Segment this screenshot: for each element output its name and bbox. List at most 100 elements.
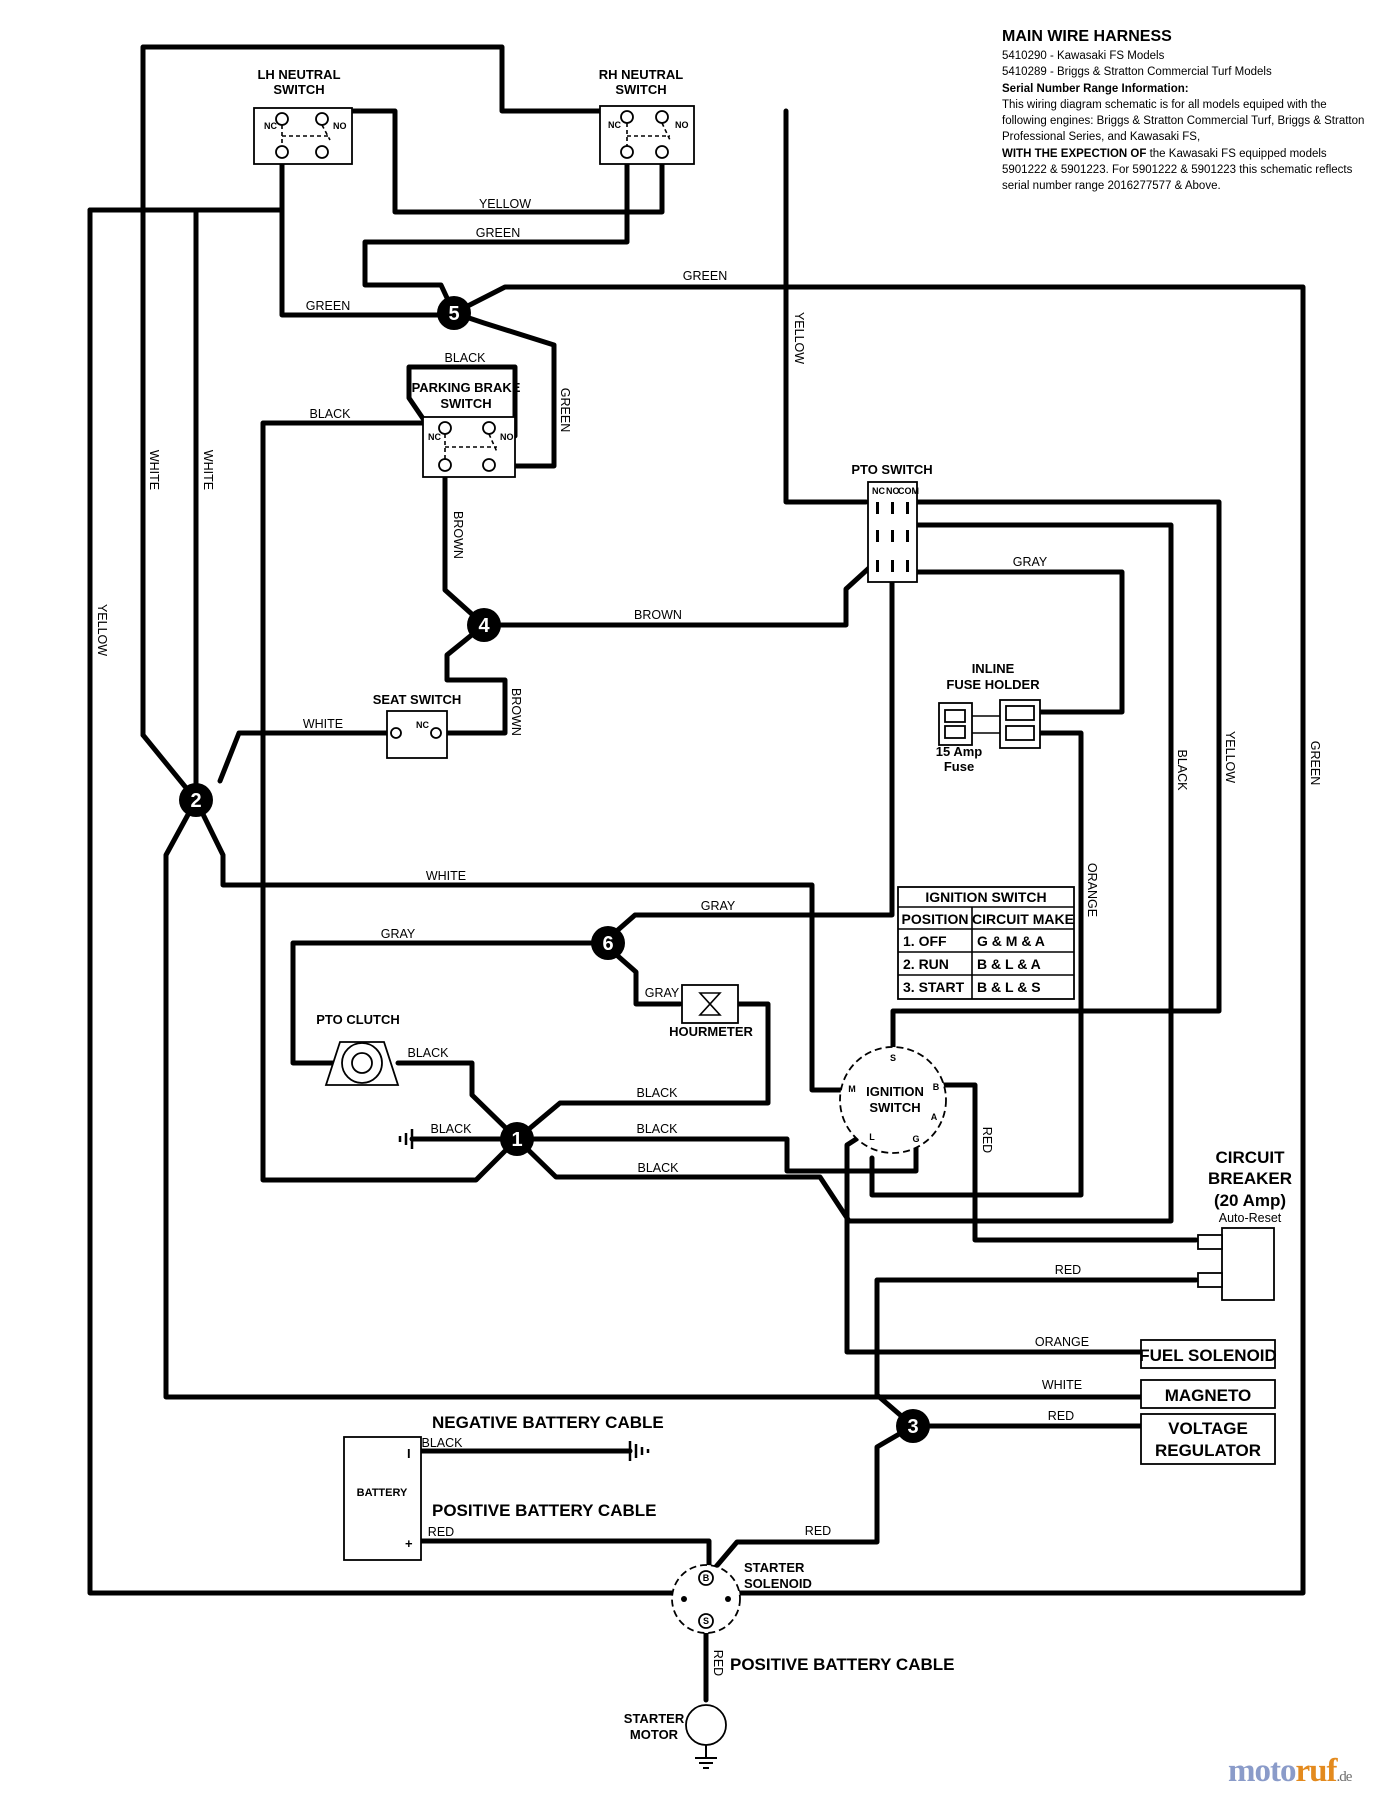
wire-label: WHITE <box>426 869 466 883</box>
wire-yellow-right <box>890 499 1222 1058</box>
wire-label: WHITE <box>147 450 161 490</box>
wire-label: ORANGE <box>1085 863 1099 917</box>
battery-ground-icon <box>628 1441 650 1461</box>
battery-minus: I <box>407 1446 411 1461</box>
positive-cable-label-2: POSITIVE BATTERY CABLE <box>730 1655 955 1674</box>
wire-label: YELLOW <box>1223 731 1237 783</box>
wire-yellow-top <box>348 108 665 215</box>
wire-label: GREEN <box>1308 741 1322 785</box>
circuit-breaker-label-4: Auto-Reset <box>1219 1211 1282 1225</box>
wire-label: RED <box>805 1524 831 1538</box>
wire-label: BROWN <box>509 688 523 736</box>
voltage-regulator-label-2: REGULATOR <box>1155 1441 1261 1460</box>
ign-l-pin: L <box>869 1132 875 1142</box>
wire-white-top <box>140 44 675 738</box>
wire-label: BLACK <box>445 351 487 365</box>
lh-nc-pin: NC <box>264 121 277 131</box>
wire-label: RED <box>428 1525 454 1539</box>
wire-green-outer <box>87 207 1306 1596</box>
wire-label: ORANGE <box>1035 1335 1089 1349</box>
model-line-2: 5410289 - Briggs & Stratton Commercial T… <box>1002 66 1272 79</box>
ign-col-circuit: CIRCUIT MAKE <box>972 911 1074 927</box>
wire-label: BLACK <box>310 407 352 421</box>
harness-title: MAIN WIRE HARNESS <box>1002 28 1172 45</box>
wire-green-lh <box>279 155 457 318</box>
pto-nc-pin: NC <box>872 486 885 496</box>
wire-green-rh <box>362 155 630 316</box>
hourmeter <box>681 984 739 1024</box>
wire-label: BLACK <box>422 1436 464 1450</box>
model-line-1: 5410290 - Kawasaki FS Models <box>1002 50 1165 62</box>
junction-5 <box>437 296 471 330</box>
wire-label: RED <box>711 1650 725 1676</box>
wire-orange-fuse <box>869 730 1084 1198</box>
exception-text: WITH THE EXPECTION OF <box>1002 147 1147 160</box>
wire-brown-seat <box>444 622 508 736</box>
exception-detail: the Kawasaki FS equipped models 5901222 … <box>1002 147 1353 193</box>
wire-label: GREEN <box>306 299 350 313</box>
voltage-regulator-label-1: VOLTAGE <box>1168 1419 1248 1438</box>
voltage-regulator-box <box>1140 1413 1276 1465</box>
wire-red-sol <box>706 1423 916 1578</box>
wire-label: GRAY <box>645 986 680 1000</box>
wire-label: GRAY <box>701 899 736 913</box>
wire-label: YELLOW <box>479 197 531 211</box>
wire-label: GREEN <box>476 226 520 240</box>
wire-black-ign <box>514 1132 919 1174</box>
wire-label: GRAY <box>381 927 416 941</box>
wire-label: BLACK <box>638 1161 680 1175</box>
fuel-solenoid-label: FUEL SOLENOID <box>1139 1346 1277 1365</box>
fuse-rating-1: 15 Amp <box>936 744 983 759</box>
ign-table-title: IGNITION SWITCH <box>925 889 1046 905</box>
junction-5-number: 5 <box>448 303 459 325</box>
fuse-rating-2: Fuse <box>944 759 974 774</box>
rh-neutral-label-2: SWITCH <box>615 82 666 97</box>
wire-label: WHITE <box>1042 1378 1082 1392</box>
ign-m-pin: M <box>848 1084 856 1094</box>
ign-b-pin: B <box>933 1082 940 1092</box>
motor-ground-icon <box>695 1745 717 1769</box>
wire-label: WHITE <box>303 717 343 731</box>
rh-nc-pin: NC <box>608 120 621 130</box>
junction-2 <box>179 783 213 817</box>
watermark-brand-a: moto <box>1228 1753 1296 1789</box>
wire-label: GREEN <box>558 388 572 432</box>
wire-label: BLACK <box>431 1122 473 1136</box>
wire-label: BLACK <box>408 1046 450 1060</box>
rh-no-pin: NO <box>675 120 689 130</box>
ign-row-circuit: B & L & S <box>977 979 1041 995</box>
wire-label: BROWN <box>634 608 682 622</box>
watermark-logo: motoruf.de <box>1228 1753 1352 1790</box>
ground-icon <box>398 1129 414 1149</box>
lh-neutral-switch-body <box>253 107 353 165</box>
ign-row-pos: 1. OFF <box>903 933 947 949</box>
junction-4-number: 4 <box>478 615 490 637</box>
ign-g-pin: G <box>912 1134 919 1144</box>
lh-neutral-label-2: SWITCH <box>273 82 324 97</box>
pto-com-pin: COM <box>898 486 919 496</box>
wires <box>87 44 1306 1703</box>
wire-label: WHITE <box>201 450 215 490</box>
hourmeter-label: HOURMETER <box>669 1024 753 1039</box>
wire-labels: YELLOW GREEN GREEN GREEN YELLOW BLACK GR… <box>95 197 1322 1676</box>
battery-plus: + <box>405 1536 413 1551</box>
ign-col-position: POSITION <box>902 911 969 927</box>
ignition-label-1: IGNITION <box>866 1084 924 1099</box>
starter-motor-label-2: MOTOR <box>630 1727 679 1742</box>
wire-black-left <box>260 420 520 1183</box>
circuit-breaker-label-3: (20 Amp) <box>1214 1191 1286 1210</box>
wire-label: BLACK <box>637 1122 679 1136</box>
circuit-breaker-label-1: CIRCUIT <box>1216 1148 1286 1167</box>
starter-solenoid-label-1: STARTER <box>744 1560 805 1575</box>
junction-3-number: 3 <box>907 1416 918 1438</box>
wire-red-cb <box>874 1277 1199 1429</box>
inline-fuse-label-1: INLINE <box>972 661 1015 676</box>
wire-black-hour <box>514 1001 771 1142</box>
junction-3 <box>896 1409 930 1443</box>
ign-a-pin: A <box>931 1112 938 1122</box>
starter-solenoid: B S <box>671 1564 741 1634</box>
wire-red-pos <box>418 1538 712 1578</box>
junction-6 <box>591 926 625 960</box>
pto-clutch-label: PTO CLUTCH <box>316 1012 400 1027</box>
